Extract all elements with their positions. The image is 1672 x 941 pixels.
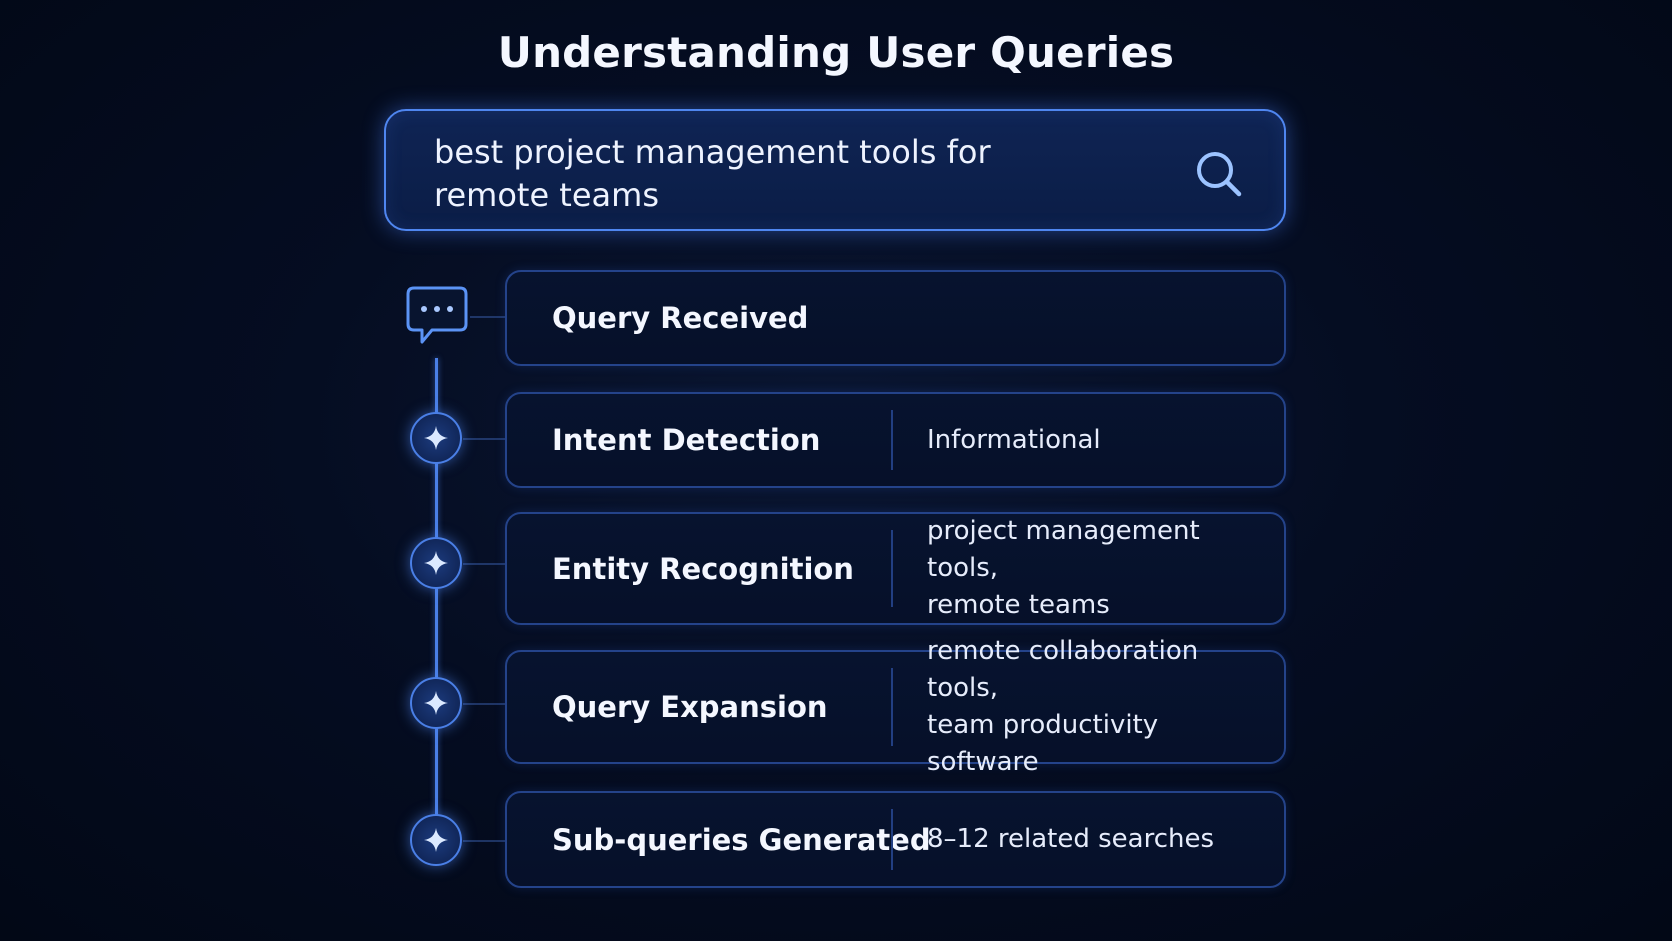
step-value-line-2: remote teams (927, 590, 1110, 620)
step-label: Query Received (552, 301, 809, 335)
step-divider (891, 668, 893, 746)
step-card-intent-detection: Intent Detection Informational (505, 392, 1286, 488)
step-node-intent-detection (410, 412, 462, 464)
step-value-line-1: remote collaboration tools, (927, 636, 1199, 703)
step-card-sub-queries-generated: Sub-queries Generated 8–12 related searc… (505, 791, 1286, 888)
step-value: 8–12 related searches (927, 793, 1277, 886)
step-node-sub-queries-generated (410, 814, 462, 866)
step-value-line-1: 8–12 related searches (927, 824, 1215, 854)
search-icon[interactable] (1192, 147, 1248, 203)
search-box[interactable]: best project management tools for remote… (384, 109, 1286, 231)
step-divider (891, 809, 893, 870)
step-node-entity-recognition (410, 537, 462, 589)
step-label: Query Expansion (552, 690, 828, 724)
sparkle-icon (424, 691, 448, 715)
sparkle-icon (424, 426, 448, 450)
step-label: Entity Recognition (552, 551, 854, 586)
step-node-query-expansion (410, 677, 462, 729)
step-value-line-1: Informational (927, 424, 1101, 455)
chat-bubble-icon (406, 286, 468, 344)
step-value-line-2: team productivity software (927, 710, 1159, 777)
step-value: remote collaboration tools, team product… (927, 636, 1277, 777)
step-card-query-received: Query Received (505, 270, 1286, 366)
timeline-connector (463, 563, 505, 565)
search-query-line-1: best project management tools for (434, 133, 991, 171)
search-query-line-2: remote teams (434, 176, 659, 214)
step-divider (891, 410, 893, 470)
step-value: project management tools, remote teams (927, 514, 1277, 623)
page-title: Understanding User Queries (497, 28, 1175, 77)
step-value: Informational (927, 394, 1277, 486)
timeline-connector (463, 438, 505, 440)
sparkle-icon (424, 551, 448, 575)
timeline-connector (470, 316, 505, 318)
timeline-connector (463, 703, 505, 705)
step-value-line-1: project management tools, (927, 516, 1200, 583)
step-label: Sub-queries Generated (552, 822, 931, 857)
search-query-text: best project management tools for remote… (434, 131, 994, 217)
timeline-line (435, 358, 438, 840)
step-card-entity-recognition: Entity Recognition project management to… (505, 512, 1286, 625)
step-divider (891, 530, 893, 607)
step-card-query-expansion: Query Expansion remote collaboration too… (505, 636, 1286, 777)
timeline-connector (463, 840, 505, 842)
sparkle-icon (424, 828, 448, 852)
step-label: Intent Detection (552, 423, 821, 457)
